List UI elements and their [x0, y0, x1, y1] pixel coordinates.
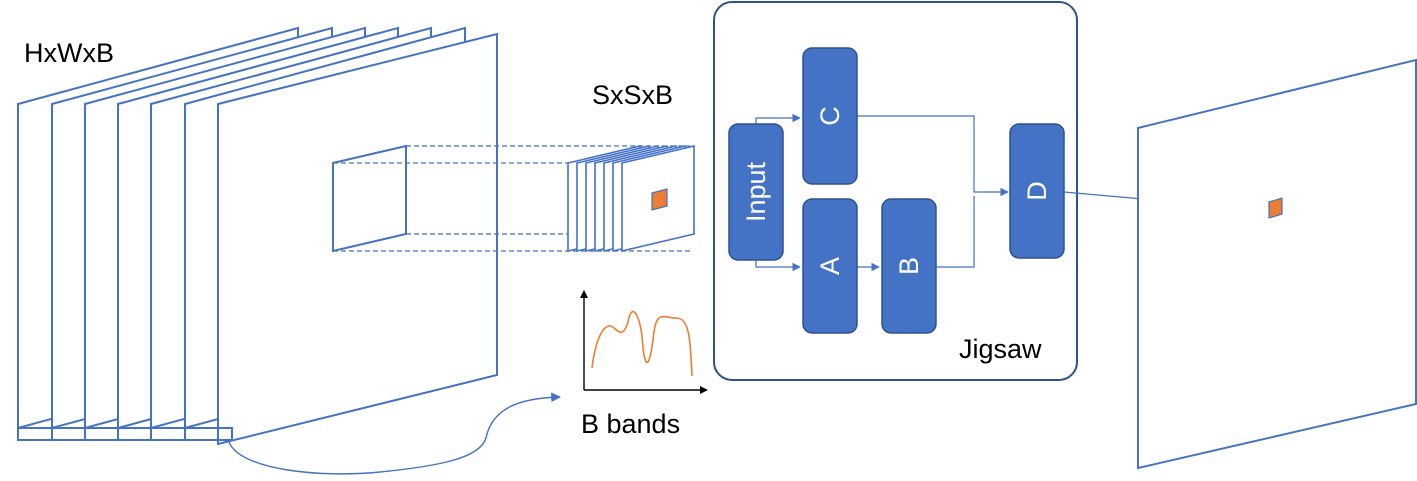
- model-name-label: Jigsaw: [959, 334, 1042, 364]
- block-c: C: [802, 47, 858, 185]
- block-input: Input: [728, 123, 784, 261]
- output-pixel: [1268, 197, 1283, 219]
- block-d-label: D: [1022, 181, 1052, 201]
- block-c-label: C: [815, 106, 845, 126]
- hyperspectral-volume: [17, 26, 498, 446]
- spectrum-curve: [591, 310, 693, 377]
- block-b-label: B: [894, 257, 924, 275]
- bands-caption: B bands: [581, 409, 680, 439]
- patch-center-pixel: [651, 188, 668, 211]
- patch-window: [332, 144, 407, 253]
- block-b: B: [881, 198, 937, 334]
- output-map: [1137, 58, 1417, 470]
- patch-dims-label: SxSxB: [592, 80, 673, 110]
- patch-stack: [567, 144, 695, 253]
- block-a: A: [802, 198, 858, 334]
- block-d: D: [1009, 123, 1065, 259]
- projection-lines: [333, 145, 690, 252]
- volume-base: [17, 427, 233, 441]
- spectrum-plot: [580, 290, 708, 394]
- block-a-label: A: [815, 257, 845, 275]
- band-to-spectrum-arrow: [228, 392, 561, 475]
- volume-dims-label: HxWxB: [24, 38, 114, 68]
- block-input-label: Input: [741, 161, 771, 222]
